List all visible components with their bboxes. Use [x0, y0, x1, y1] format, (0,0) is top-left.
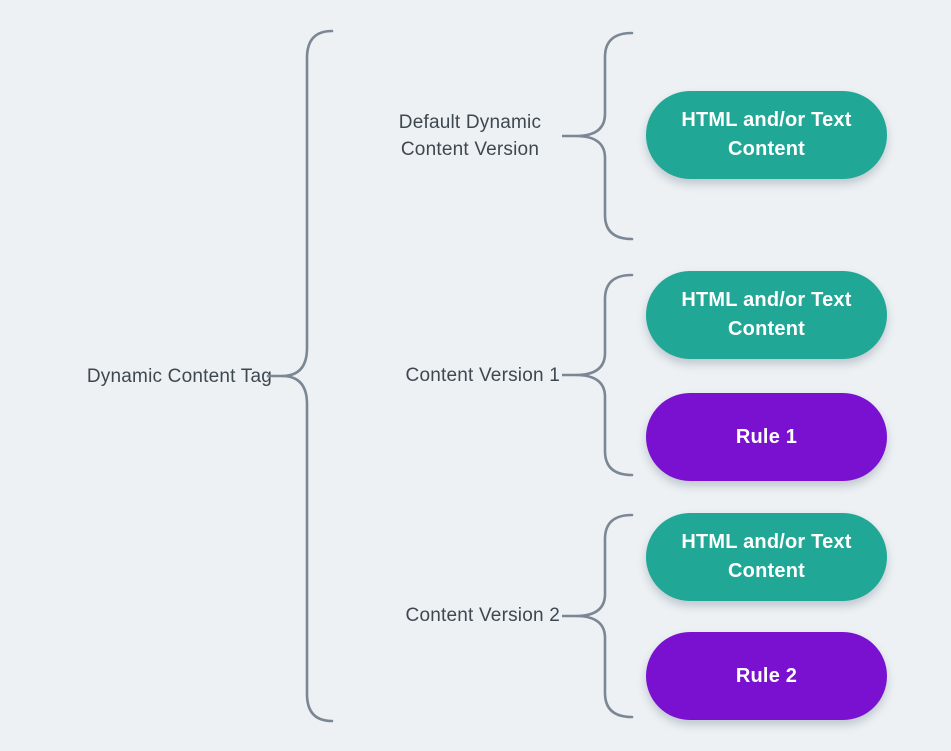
branch-brace-content-version-2 — [562, 513, 634, 719]
node-pill-rule-2: Rule 2 — [646, 632, 887, 720]
node-pill-content-version-1: HTML and/or Text Content — [646, 271, 887, 359]
root-label: Dynamic Content Tag — [86, 366, 272, 387]
branch-brace-path — [575, 31, 634, 241]
branch-brace-path — [575, 513, 634, 719]
root-brace-path — [281, 29, 334, 723]
branch-label-content-version-1: Content Version 1 — [405, 365, 560, 386]
root-brace — [266, 29, 334, 723]
node-pill-content-version-2: HTML and/or Text Content — [646, 513, 887, 601]
branch-brace-default-version — [562, 31, 634, 241]
node-pill-content-default: HTML and/or Text Content — [646, 91, 887, 179]
branch-brace-content-version-1 — [562, 273, 634, 477]
branch-label-default-dynamic-content-version: Default Dynamic Content Version — [398, 112, 542, 160]
node-pill-rule-1: Rule 1 — [646, 393, 887, 481]
branch-brace-path — [575, 273, 634, 477]
branch-label-content-version-2: Content Version 2 — [405, 605, 560, 626]
